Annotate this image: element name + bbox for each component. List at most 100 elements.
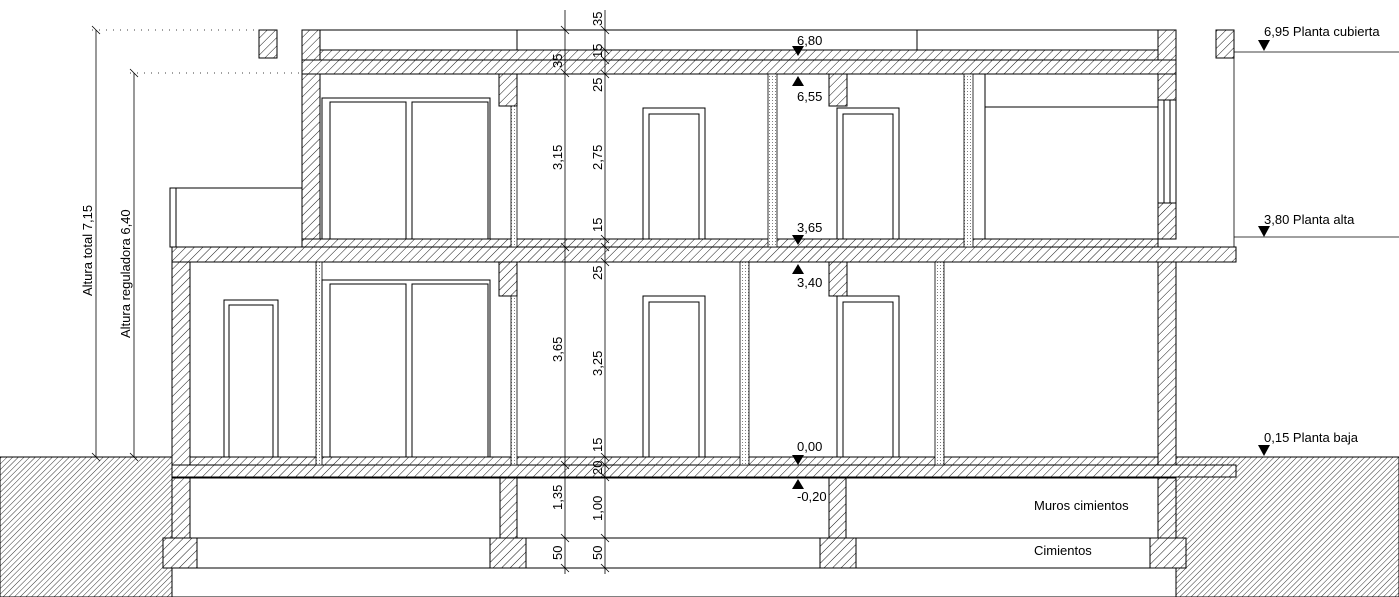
foundation-bay bbox=[171, 477, 1177, 569]
wall-right-upper-low bbox=[1157, 202, 1177, 240]
level-lines bbox=[92, 29, 1399, 458]
ground-slab bbox=[171, 464, 1237, 478]
footing bbox=[489, 537, 527, 569]
foundation-wall bbox=[1157, 477, 1177, 539]
parapet bbox=[1157, 29, 1177, 61]
upper-window bbox=[321, 97, 491, 240]
partition bbox=[510, 105, 518, 248]
level-triangle-icon bbox=[1258, 445, 1270, 456]
dim-text: 50 bbox=[550, 546, 565, 560]
partition bbox=[767, 73, 778, 248]
dim-text: 50 bbox=[590, 546, 605, 560]
upper-slab bbox=[171, 246, 1237, 263]
terrain-under bbox=[171, 567, 1177, 597]
ground-door bbox=[223, 299, 279, 458]
dim-text: 1,00 bbox=[590, 496, 605, 521]
foundation-wall bbox=[499, 477, 518, 539]
footing bbox=[819, 537, 857, 569]
partition bbox=[739, 261, 750, 466]
dim-text: 1,35 bbox=[550, 485, 565, 510]
dim-text: 2,75 bbox=[590, 145, 605, 170]
dim-text: 3,25 bbox=[590, 351, 605, 376]
slabs bbox=[171, 49, 1237, 478]
wall-right-ground bbox=[1157, 261, 1177, 466]
foundation-walls-label: Muros cimientos bbox=[1034, 498, 1129, 513]
parapet bbox=[1215, 29, 1235, 59]
beams bbox=[498, 73, 848, 297]
partition bbox=[510, 295, 518, 466]
beam bbox=[498, 73, 518, 107]
beam bbox=[828, 261, 848, 297]
ground-door bbox=[836, 295, 900, 458]
exterior-walls bbox=[171, 73, 1177, 466]
foundation-wall bbox=[171, 477, 191, 539]
level-triangle-icon bbox=[1258, 226, 1270, 237]
elevation-triangle-up-icon bbox=[792, 264, 804, 274]
partitions bbox=[315, 73, 974, 466]
partition bbox=[934, 261, 945, 466]
parapets bbox=[258, 29, 1235, 61]
dimension-chains bbox=[560, 10, 610, 574]
dim-text: 3,65 bbox=[550, 337, 565, 362]
elevation-label: 3,65 bbox=[797, 220, 822, 235]
balustrade bbox=[169, 187, 303, 248]
height-dimensions bbox=[91, 25, 139, 462]
openings bbox=[223, 74, 1158, 458]
elevation-triangle-down-icon bbox=[792, 235, 804, 245]
upper-door bbox=[642, 107, 706, 240]
dim-text: 15 bbox=[590, 218, 605, 232]
roof-finish bbox=[319, 49, 1159, 61]
level-upper-label: 3,80 Planta alta bbox=[1264, 212, 1355, 227]
elevation-triangle-up-icon bbox=[792, 479, 804, 489]
wall-left-ground bbox=[171, 261, 191, 466]
elevation-triangle-down-icon bbox=[792, 46, 804, 56]
elevation-label: 6,55 bbox=[797, 89, 822, 104]
elevation-label: 3,40 bbox=[797, 275, 822, 290]
dim-text: 25 bbox=[590, 78, 605, 92]
parapet bbox=[258, 29, 278, 59]
dimension-texts-b: 35 15 25 2,75 15 25 3,25 15 20 1,00 50 bbox=[590, 12, 605, 560]
terrace-balustrade bbox=[169, 187, 303, 248]
regulatory-height-label: Altura reguladora 6,40 bbox=[118, 209, 133, 338]
upper-floor-finish bbox=[301, 238, 1159, 248]
dim-text: 20 bbox=[590, 461, 605, 475]
dim-text: 3,15 bbox=[550, 145, 565, 170]
elevation-triangle-down-icon bbox=[792, 455, 804, 465]
ground-window bbox=[321, 279, 491, 458]
elevation-label: 6,80 bbox=[797, 33, 822, 48]
dim-text: 15 bbox=[590, 44, 605, 58]
terrain-right bbox=[1175, 456, 1399, 597]
total-height-label: Altura total 7,15 bbox=[80, 205, 95, 296]
ground-door bbox=[642, 295, 706, 458]
dim-text: 35 bbox=[590, 12, 605, 26]
footing bbox=[162, 537, 198, 569]
footings-label: Cimientos bbox=[1034, 543, 1092, 558]
wall-left-upper bbox=[301, 73, 321, 240]
elevation-label: -0,20 bbox=[797, 489, 827, 504]
foundations bbox=[162, 477, 1187, 569]
terrain-left bbox=[0, 456, 173, 597]
ground-floor-finish bbox=[189, 456, 1159, 466]
upper-door bbox=[836, 107, 900, 240]
partition bbox=[963, 73, 974, 248]
beam bbox=[828, 73, 848, 107]
footing bbox=[1149, 537, 1187, 569]
dim-text: 25 bbox=[590, 266, 605, 280]
foundation-wall bbox=[828, 477, 847, 539]
beam bbox=[498, 261, 518, 297]
elevation-label: 0,00 bbox=[797, 439, 822, 454]
level-triangle-icon bbox=[1258, 40, 1270, 51]
level-ground-label: 0,15 Planta baja bbox=[1264, 430, 1359, 445]
level-markers: 6,95 Planta cubierta 3,80 Planta alta 0,… bbox=[1258, 24, 1380, 456]
level-roof-label: 6,95 Planta cubierta bbox=[1264, 24, 1380, 39]
elevation-triangle-up-icon bbox=[792, 76, 804, 86]
dim-text: 15 bbox=[590, 438, 605, 452]
roof-slab bbox=[301, 59, 1177, 75]
upper-right-window bbox=[1157, 99, 1177, 204]
wall-right-upper bbox=[1157, 73, 1177, 101]
parapet bbox=[301, 29, 321, 61]
dim-text: 35 bbox=[550, 54, 565, 68]
dimension-texts-a: 35 3,15 3,65 1,35 50 bbox=[550, 54, 565, 560]
elevation-markers: 6,80 6,55 3,65 3,40 0,00 -0,20 bbox=[792, 33, 827, 504]
